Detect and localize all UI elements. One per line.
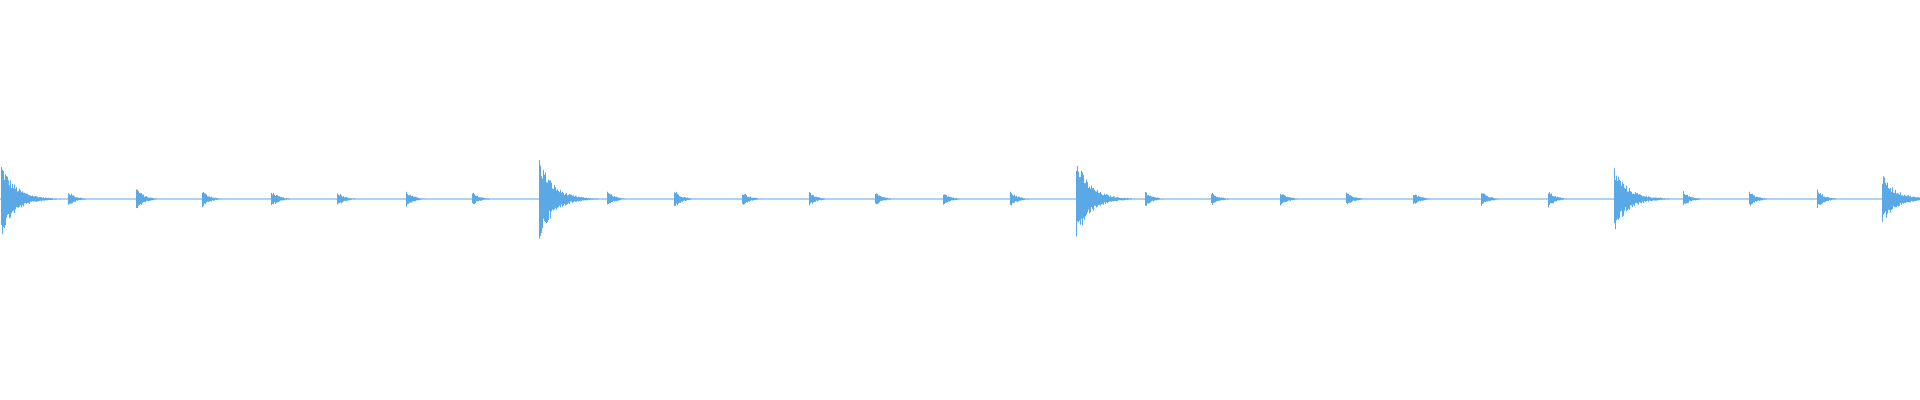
transient-envelope [742,194,770,205]
transient-envelope [1346,192,1374,205]
waveform-transient [136,189,164,209]
waveform-transient [202,192,230,208]
waveform-transient [406,191,434,207]
waveform-transient [1010,191,1038,206]
transient-envelope [1614,168,1684,230]
waveform-transient [674,191,702,206]
transient-envelope [1548,192,1576,208]
transient-envelope [1145,191,1173,206]
waveform-transient [337,193,365,205]
transient-envelope [271,192,299,205]
waveform-transient [1,167,71,235]
waveform-transient [1413,194,1441,205]
transient-envelope [1882,176,1920,222]
waveform-transient [1481,193,1509,206]
waveform-transient [1683,191,1711,206]
transient-envelope [1817,189,1845,208]
transient-envelope [1076,166,1146,237]
transient-envelope [1010,191,1038,206]
waveform-transient [539,160,609,239]
transient-envelope [472,192,500,204]
transient-envelope [809,192,837,206]
waveform-transient [271,192,299,205]
waveform-transient [1749,191,1777,206]
waveform-transient [1145,191,1173,206]
transient-envelope [607,191,635,205]
transient-envelope [539,160,609,239]
transient-envelope [136,189,164,209]
transient-envelope [1481,193,1509,206]
waveform-transient [1346,192,1374,205]
waveform-transient [943,194,971,205]
transient-envelope [943,194,971,205]
transient-envelope [202,192,230,208]
transient-envelope [406,191,434,207]
waveform-transient [875,193,903,205]
waveform-transient [1817,189,1845,208]
transient-envelope [875,193,903,205]
waveform-transient [68,193,96,205]
waveform-transient [607,191,635,205]
transient-envelope [337,193,365,205]
waveform-transient [1076,166,1146,237]
waveform-transient [1614,168,1684,230]
transient-envelope [68,193,96,205]
waveform-transient [1211,192,1239,205]
waveform-transient [472,192,500,204]
waveform-transient [1882,176,1920,222]
transient-envelope [1413,194,1441,205]
transient-envelope [1,167,71,235]
transient-envelope [1280,194,1308,206]
waveform-transients [1,160,1920,239]
transient-envelope [1211,192,1239,205]
waveform-transient [742,194,770,205]
waveform-transient [809,192,837,206]
waveform-transient [1548,192,1576,208]
transient-envelope [1683,191,1711,206]
transient-envelope [1749,191,1777,206]
waveform-transient [1280,194,1308,206]
transient-envelope [674,191,702,206]
